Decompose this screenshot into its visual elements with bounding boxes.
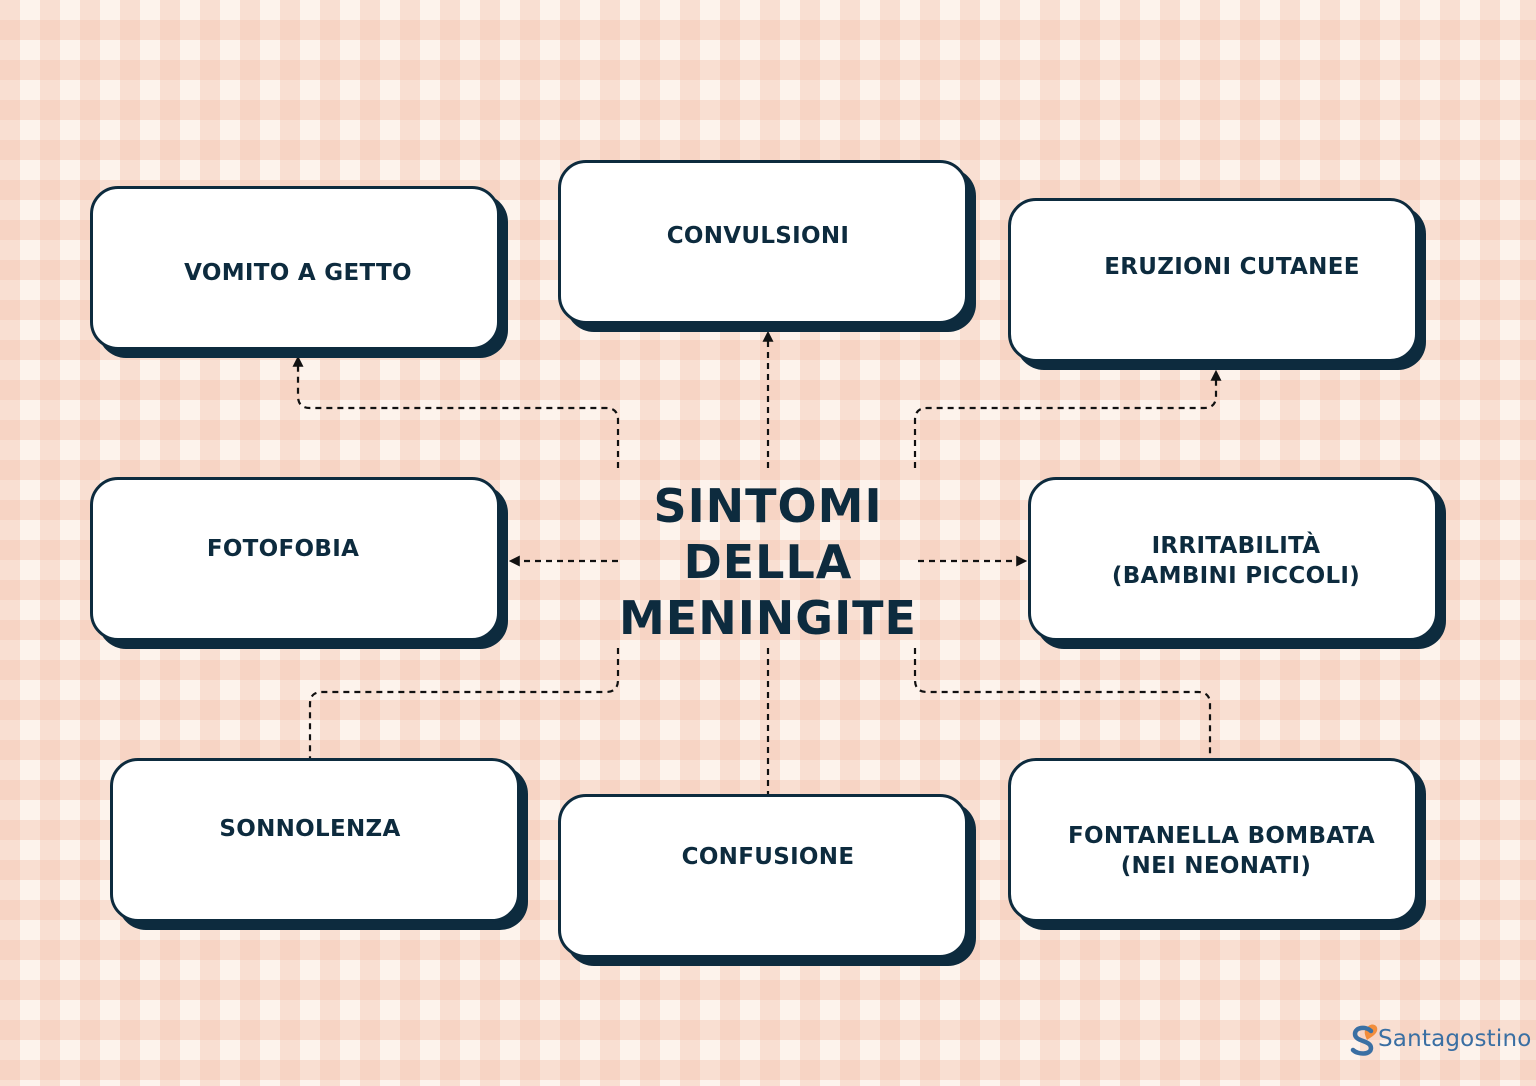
card-eruzioni bbox=[1008, 198, 1418, 362]
card-fontanella bbox=[1008, 758, 1418, 922]
label-fontanella: FONTANELLA BOMBATA (NEI NEONATI) bbox=[1068, 823, 1375, 879]
card-sonnolenza bbox=[110, 758, 520, 922]
label-vomito: VOMITO A GETTO bbox=[184, 260, 412, 286]
brand-logo: Santagostino bbox=[1350, 1022, 1532, 1056]
brand-name: Santagostino bbox=[1378, 1026, 1532, 1052]
card-fotofobia bbox=[90, 477, 500, 641]
card-convulsioni bbox=[558, 160, 968, 324]
label-sonnolenza: SONNOLENZA bbox=[219, 816, 401, 842]
card-irritabilita bbox=[1028, 477, 1438, 641]
card-vomito bbox=[90, 186, 500, 350]
card-confusione bbox=[558, 794, 968, 958]
connector-sonnolenza bbox=[304, 648, 620, 803]
label-eruzioni: ERUZIONI CUTANEE bbox=[1104, 254, 1360, 280]
diagram-title: SINTOMI DELLA MENINGITE bbox=[619, 479, 917, 645]
santagostino-mark-icon bbox=[1350, 1024, 1378, 1056]
connector-vomito bbox=[292, 355, 620, 468]
connectors bbox=[292, 330, 1222, 821]
label-convulsioni: CONVULSIONI bbox=[666, 223, 850, 249]
label-irritabilita: IRRITABILITÀ (BAMBINI PICCOLI) bbox=[1111, 533, 1361, 589]
label-confusione: CONFUSIONE bbox=[681, 844, 855, 870]
connector-eruzioni bbox=[913, 369, 1222, 468]
label-fotofobia: FOTOFOBIA bbox=[206, 536, 360, 562]
connector-fontanella bbox=[913, 648, 1216, 817]
